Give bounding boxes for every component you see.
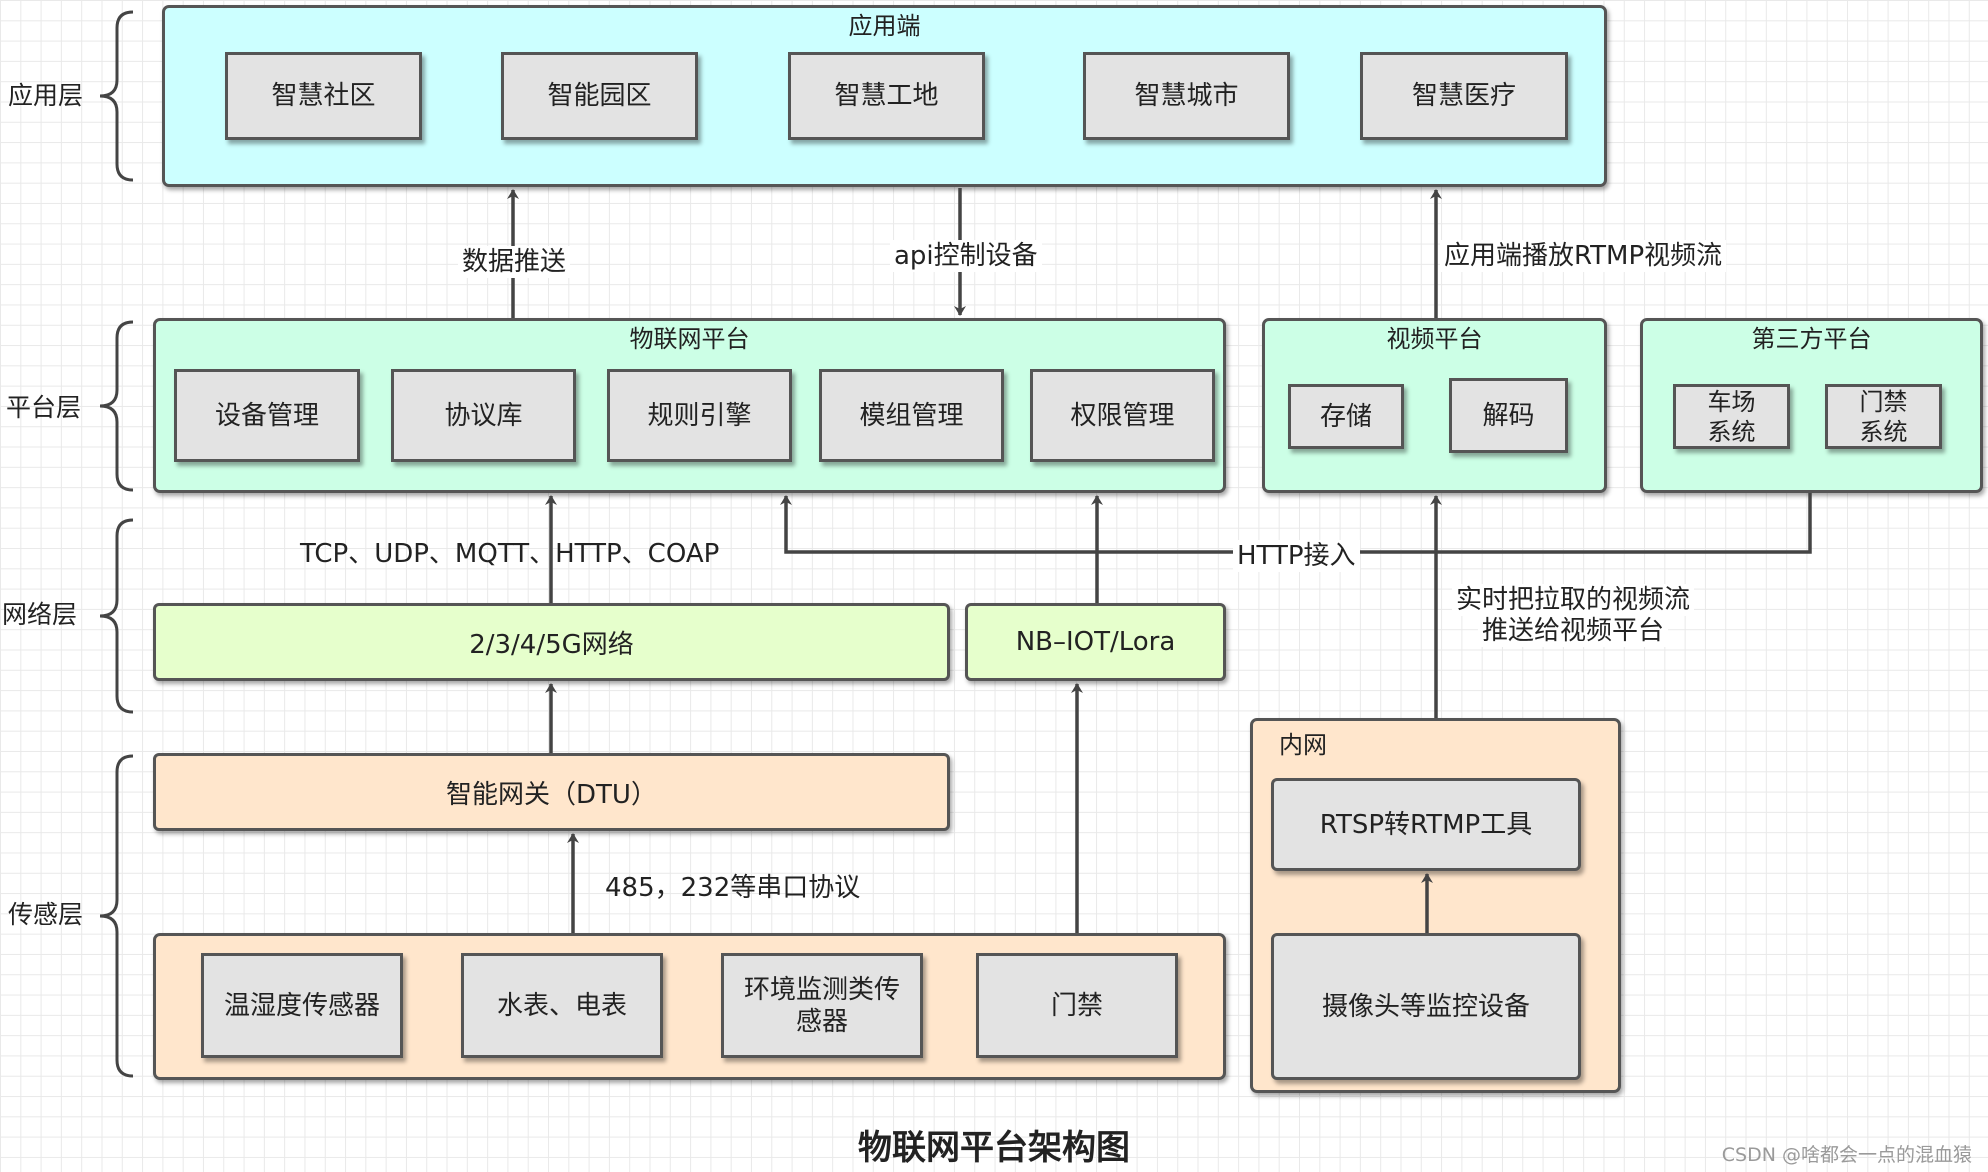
sensor-item-meters: 水表、电表 bbox=[461, 953, 663, 1058]
edge-label-api-control: api控制设备 bbox=[890, 240, 1042, 272]
gateway-bar: 智能网关（DTU） bbox=[153, 753, 950, 831]
app-item-smart-site: 智慧工地 bbox=[788, 52, 985, 140]
platform-item-device-management: 设备管理 bbox=[174, 369, 360, 462]
platform-item-permission-management: 权限管理 bbox=[1030, 369, 1215, 462]
bracket-network bbox=[99, 518, 134, 714]
video-item-storage: 存储 bbox=[1288, 384, 1404, 449]
network-nbiot-bar: NB–IOT/Lora bbox=[965, 603, 1226, 681]
bracket-sensing bbox=[99, 754, 134, 1078]
layer-label-application: 应用层 bbox=[8, 81, 84, 110]
app-item-smart-medical: 智慧医疗 bbox=[1360, 52, 1568, 140]
network-cellular-bar: 2/3/4/5G网络 bbox=[153, 603, 950, 681]
sensor-item-temperature-humidity: 温湿度传感器 bbox=[201, 953, 403, 1058]
app-end-title: 应用端 bbox=[848, 12, 921, 40]
edge-label-protocols: TCP、UDP、MQTT、HTTP、COAP bbox=[300, 539, 720, 569]
third-party-item-access-control: 门禁 系统 bbox=[1825, 384, 1942, 449]
layer-label-sensing: 传感层 bbox=[8, 900, 84, 929]
edge-label-push-video-1: 实时把拉取的视频流 bbox=[1452, 584, 1695, 616]
third-party-title: 第三方平台 bbox=[1751, 325, 1872, 353]
third-party-item-parking: 车场 系统 bbox=[1673, 384, 1790, 449]
app-item-smart-community: 智慧社区 bbox=[225, 52, 422, 140]
diagram-title: 物联网平台架构图 bbox=[858, 1128, 1130, 1168]
app-item-smart-park: 智能园区 bbox=[501, 52, 698, 140]
video-item-decode: 解码 bbox=[1449, 378, 1568, 453]
intranet-title: 内网 bbox=[1279, 731, 1327, 759]
edge-label-http-access: HTTP接入 bbox=[1233, 540, 1360, 572]
intranet-camera: 摄像头等监控设备 bbox=[1271, 933, 1581, 1080]
sensor-item-environment: 环境监测类传 感器 bbox=[721, 953, 923, 1058]
app-item-smart-city: 智慧城市 bbox=[1083, 52, 1290, 140]
bracket-application bbox=[99, 10, 134, 182]
video-platform-title: 视频平台 bbox=[1386, 325, 1483, 353]
iot-platform-title: 物联网平台 bbox=[629, 325, 750, 353]
edge-label-push-video-2: 推送给视频平台 bbox=[1478, 615, 1669, 647]
edge-label-data-push: 数据推送 bbox=[458, 246, 571, 278]
watermark: CSDN @啥都会一点的混血猿 bbox=[1721, 1144, 1972, 1166]
platform-item-protocol-library: 协议库 bbox=[391, 369, 576, 462]
platform-item-module-management: 模组管理 bbox=[819, 369, 1004, 462]
edge-label-serial: 485，232等串口协议 bbox=[605, 873, 861, 903]
platform-item-rule-engine: 规则引擎 bbox=[607, 369, 792, 462]
layer-label-platform: 平台层 bbox=[6, 393, 82, 422]
layer-label-network: 网络层 bbox=[2, 600, 78, 629]
sensor-item-access-control: 门禁 bbox=[976, 953, 1178, 1058]
intranet-rtsp-tool: RTSP转RTMP工具 bbox=[1271, 778, 1581, 871]
edge-label-rtmp-play: 应用端播放RTMP视频流 bbox=[1440, 240, 1727, 272]
bracket-platform bbox=[99, 320, 134, 492]
